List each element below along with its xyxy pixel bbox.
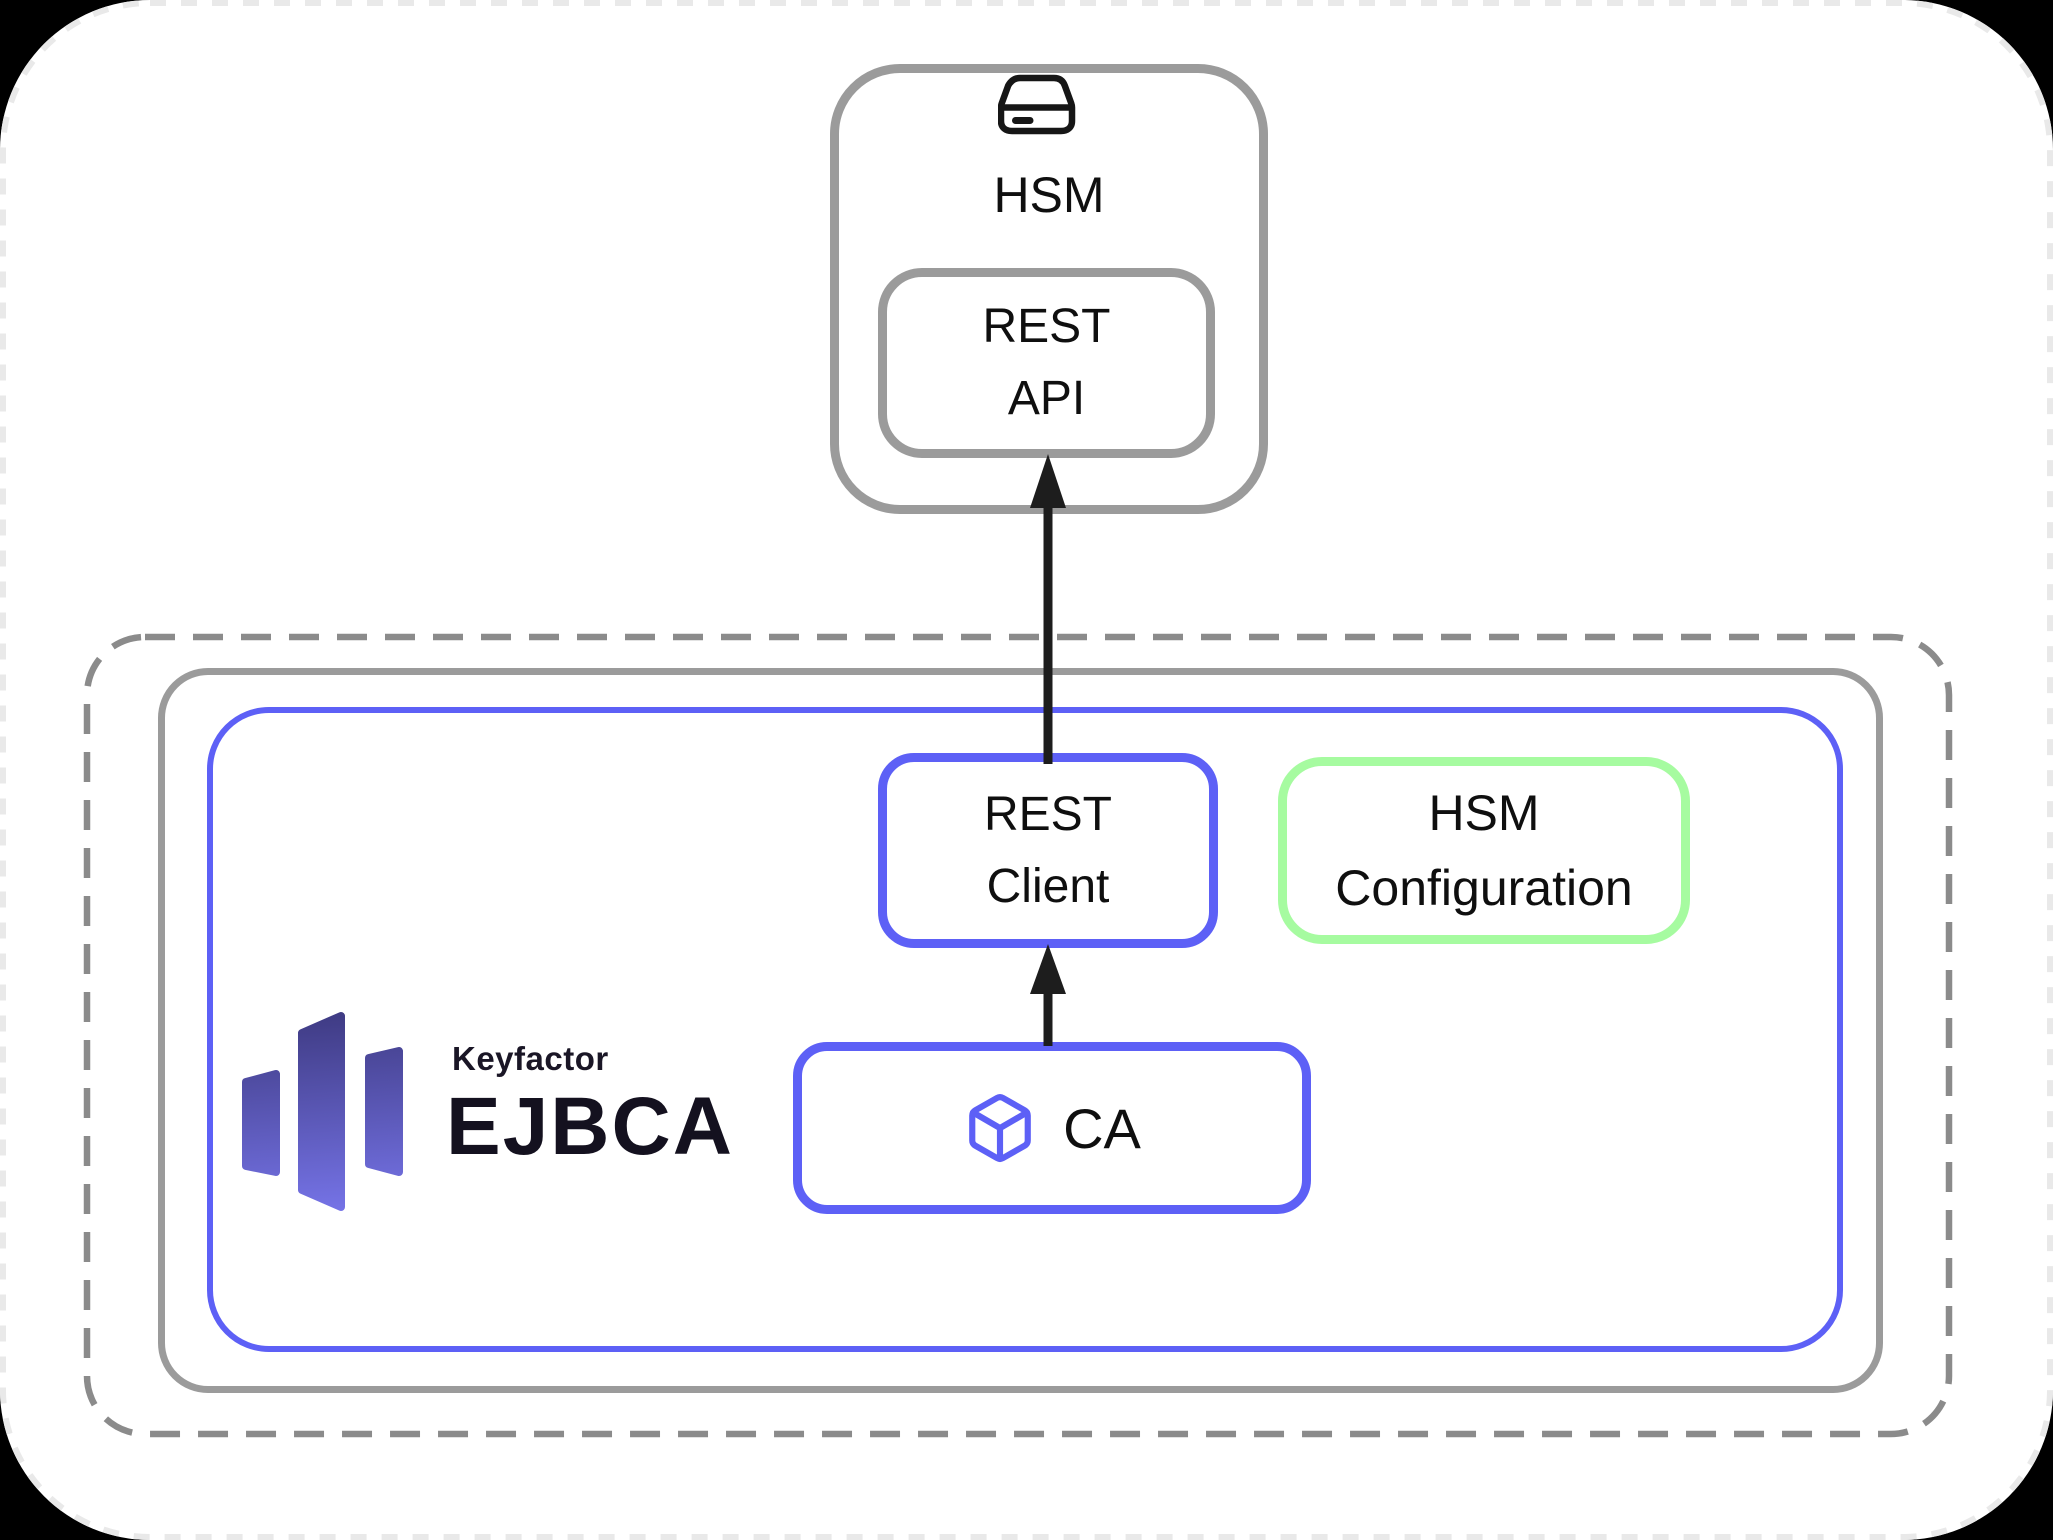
ca-label: CA (1063, 1096, 1141, 1160)
ejbca-app-container (207, 707, 1843, 1352)
arrow-rest-client-to-rest-api (1030, 454, 1066, 764)
ca-node: CA (793, 1042, 1311, 1214)
rest-api-label-line2: API (1007, 372, 1086, 425)
hsm-configuration-label-line2: Configuration (1335, 859, 1633, 916)
rest-api-label-line1: REST (982, 300, 1111, 353)
hsm-configuration-node: HSM Configuration (1278, 757, 1690, 944)
rest-client-node: REST Client (878, 753, 1218, 948)
keyfactor-bars-icon (242, 1012, 403, 1211)
hsm-label: HSM (993, 167, 1105, 223)
external-drive-icon (998, 74, 1076, 135)
logo-product-name: EJBCA (446, 1081, 734, 1172)
arrow-ca-to-rest-client (1030, 944, 1066, 1046)
cube-icon (969, 1094, 1031, 1163)
logo-brand-name: Keyfactor (452, 1040, 609, 1077)
rest-api-node: REST API (878, 268, 1215, 458)
deployment-boundary (83, 633, 1953, 1438)
hsm-configuration-label-line1: HSM (1428, 784, 1540, 841)
ejbca-server-container (158, 668, 1883, 1393)
rest-client-label-line1: REST (983, 787, 1112, 841)
rest-client-label-line2: Client (986, 859, 1110, 913)
